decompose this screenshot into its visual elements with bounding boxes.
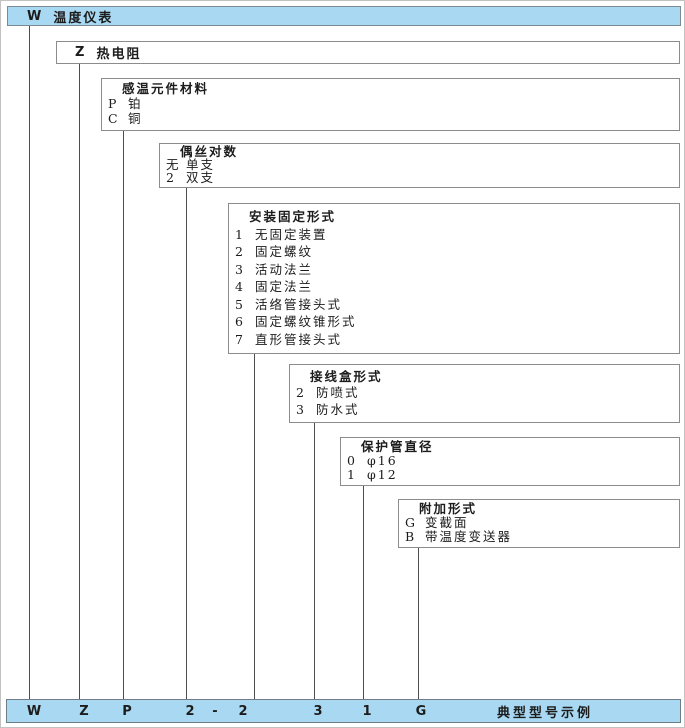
box-protection-tube-diameter: 保护管直径 0 φ16 1 φ12 xyxy=(340,437,680,486)
item-label: 活动法兰 xyxy=(255,261,314,277)
item-code: G xyxy=(405,515,415,531)
connector-line-z xyxy=(79,63,80,699)
box-junction-box-type: 接线盒形式 2 防喷式 3 防水式 xyxy=(289,364,680,423)
type-bar-thermal-resistance: Z 热电阻 xyxy=(56,41,680,64)
item-label: 防水式 xyxy=(316,401,360,417)
box-item: 4 固定法兰 xyxy=(229,279,679,294)
box-title: 接线盒形式 xyxy=(310,368,383,384)
item-label: 单支 xyxy=(186,157,216,173)
example-bar-label: 典型型号示例 xyxy=(496,705,593,721)
item-code: 0 xyxy=(347,453,355,469)
box-wire-pairs: 偶丝对数 无 单支 2 双支 xyxy=(159,143,680,188)
box-mounting-fixation-type: 安装固定形式 1 无固定装置 2 固定螺纹 3 活动法兰 4 固定法兰 5 活络… xyxy=(228,203,680,354)
series-label: 温度仪表 xyxy=(53,10,114,26)
item-code: 1 xyxy=(235,226,243,242)
example-model-bar: W Z P 2 - 2 3 1 G 典型型号示例 xyxy=(6,699,681,723)
connector-line-pairs xyxy=(186,187,187,699)
box-title: 感温元件材料 xyxy=(122,81,210,97)
box-item: 5 活络管接头式 xyxy=(229,296,679,312)
box-item: B 带温度变送器 xyxy=(399,531,679,544)
item-code: 无 xyxy=(166,157,179,173)
item-label: φ12 xyxy=(367,467,398,483)
item-code: 2 xyxy=(296,385,304,401)
item-code: 7 xyxy=(235,331,243,347)
box-item: 3 活动法兰 xyxy=(229,261,679,277)
item-label: 变截面 xyxy=(425,515,469,531)
item-code: 3 xyxy=(296,401,304,417)
item-label: 固定法兰 xyxy=(255,279,314,294)
series-bar-temperature-instrument: W 温度仪表 xyxy=(7,6,681,26)
connector-line-diameter xyxy=(363,485,364,699)
box-item: 2 防喷式 xyxy=(290,387,679,400)
item-label: 双支 xyxy=(186,170,216,186)
item-code: 2 xyxy=(166,170,174,186)
item-label: 固定螺纹锥形式 xyxy=(255,314,357,329)
type-code: Z xyxy=(75,45,85,60)
item-label: φ16 xyxy=(367,453,398,469)
box-item: P 铂 xyxy=(102,98,679,111)
connector-line-material xyxy=(123,130,124,699)
item-code: 1 xyxy=(347,467,355,483)
connector-line-junction xyxy=(314,422,315,699)
connector-line-additional xyxy=(418,547,419,699)
box-item: 7 直形管接头式 xyxy=(229,331,679,347)
item-label: 固定螺纹 xyxy=(255,244,314,259)
item-label: 活络管接头式 xyxy=(255,296,343,312)
box-item: 6 固定螺纹锥形式 xyxy=(229,314,679,329)
item-code: 3 xyxy=(235,261,243,277)
example-code: - xyxy=(212,703,220,719)
item-code: P xyxy=(108,96,117,112)
example-code: Z xyxy=(79,703,91,719)
box-sensing-element-material: 感温元件材料 P 铂 C 铜 xyxy=(101,78,680,131)
box-item: 2 双支 xyxy=(160,172,679,185)
item-label: 无固定装置 xyxy=(255,226,328,242)
example-code: P xyxy=(122,703,134,719)
item-label: 铂 xyxy=(128,96,143,112)
box-title: 附加形式 xyxy=(419,501,478,517)
box-item: G 变截面 xyxy=(399,517,679,530)
type-label: 热电阻 xyxy=(96,47,142,62)
series-code: W xyxy=(27,8,42,24)
example-code: G xyxy=(415,703,429,719)
item-code: C xyxy=(108,111,118,127)
box-title: 偶丝对数 xyxy=(180,144,239,160)
example-code: 2 xyxy=(238,703,250,719)
box-item: 无 单支 xyxy=(160,159,679,172)
box-item: 0 φ16 xyxy=(341,455,679,468)
connector-line-w xyxy=(29,26,30,699)
item-code: 6 xyxy=(235,314,243,329)
item-label: 直形管接头式 xyxy=(255,331,343,347)
item-code: 4 xyxy=(235,279,243,294)
example-code: 3 xyxy=(313,703,325,719)
box-item: 1 无固定装置 xyxy=(229,226,679,242)
box-item: 3 防水式 xyxy=(290,401,679,417)
box-item: 2 固定螺纹 xyxy=(229,244,679,259)
box-title: 安装固定形式 xyxy=(249,209,337,224)
item-label: 防喷式 xyxy=(316,385,360,401)
connector-line-mounting xyxy=(254,353,255,699)
item-code: 5 xyxy=(235,296,243,312)
item-code: 2 xyxy=(235,244,243,259)
item-code: B xyxy=(405,529,415,545)
example-code: 2 xyxy=(185,703,197,719)
item-label: 带温度变送器 xyxy=(425,529,513,545)
example-code: W xyxy=(26,703,44,719)
item-label: 铜 xyxy=(128,111,143,127)
box-item: C 铜 xyxy=(102,113,679,126)
box-additional-type: 附加形式 G 变截面 B 带温度变送器 xyxy=(398,499,680,548)
box-title: 保护管直径 xyxy=(361,439,434,455)
box-item: 1 φ12 xyxy=(341,469,679,482)
example-code: 1 xyxy=(362,703,374,719)
